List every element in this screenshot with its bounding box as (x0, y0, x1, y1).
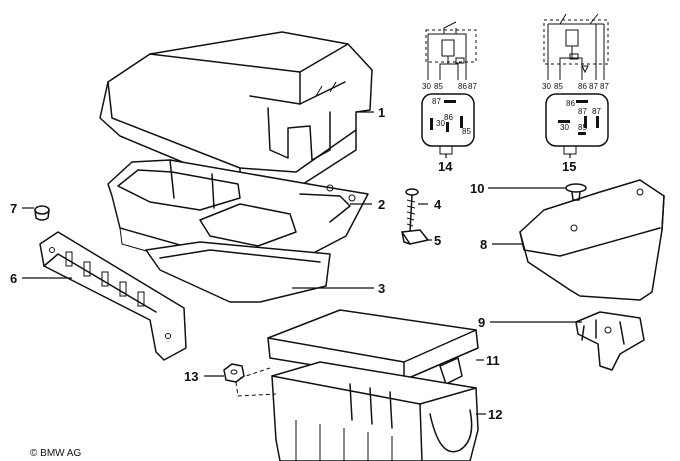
part-3-bottom-plate[interactable] (145, 241, 331, 303)
callout-3: 3 (378, 281, 385, 296)
callout-11: 11 (486, 353, 500, 368)
relay-14-pin-87: 87 (468, 82, 477, 91)
part-8-side-cover[interactable] (519, 179, 665, 301)
relay-15-schematic (543, 13, 609, 80)
callout-4: 4 (434, 197, 442, 212)
relay-15-socket-87a: 87 (578, 107, 587, 116)
part-13-nut[interactable] (223, 363, 277, 397)
part-2-carrier[interactable] (107, 159, 369, 279)
callout-15: 15 (562, 159, 576, 174)
callout-9: 9 (478, 315, 485, 330)
relay-15-pin-86: 86 (578, 82, 587, 91)
callout-8: 8 (480, 237, 487, 252)
relay-15-pin-85: 85 (554, 82, 563, 91)
relay-15-socket-30: 30 (560, 123, 569, 132)
part-4-screw[interactable] (405, 188, 419, 233)
relay-15-socket[interactable] (545, 93, 609, 155)
part-9-mounting-bracket[interactable] (575, 311, 645, 371)
relay-14-schematic (425, 21, 477, 80)
part-7-grommet[interactable] (34, 205, 50, 221)
relay-14-pin-85: 85 (434, 82, 443, 91)
callout-5: 5 (434, 233, 441, 248)
callout-10: 10 (470, 181, 484, 196)
relay-15-pin-87a: 87 (589, 82, 598, 91)
relay-14-pin-30: 30 (422, 82, 431, 91)
relay-15-pin-87b: 87 (600, 82, 609, 91)
leader-lines (22, 111, 582, 415)
callout-2: 2 (378, 197, 385, 212)
callout-1: 1 (378, 105, 385, 120)
relay-14-pin-86: 86 (458, 82, 467, 91)
part-12-housing[interactable] (271, 361, 479, 461)
relay-14-socket[interactable] (421, 93, 475, 155)
callout-13: 13 (184, 369, 198, 384)
callout-7: 7 (10, 201, 17, 216)
relay-15-socket-87b: 87 (592, 107, 601, 116)
relay-15-pin-30: 30 (542, 82, 551, 91)
part-5-clip-nut[interactable] (401, 229, 429, 245)
relay-14-socket-87: 87 (432, 97, 441, 106)
relay-14-socket-85: 85 (462, 127, 471, 136)
relay-14-socket-86: 86 (444, 113, 453, 122)
part-6-bracket[interactable] (39, 231, 187, 361)
relay-15-socket-86: 86 (566, 99, 575, 108)
callout-14: 14 (438, 159, 453, 174)
copyright-label: © BMW AG (30, 448, 81, 459)
relay-15-socket-85: 85 (578, 123, 587, 132)
callout-6: 6 (10, 271, 17, 286)
relay-14-socket-30: 30 (436, 119, 445, 128)
callout-12: 12 (488, 407, 502, 422)
